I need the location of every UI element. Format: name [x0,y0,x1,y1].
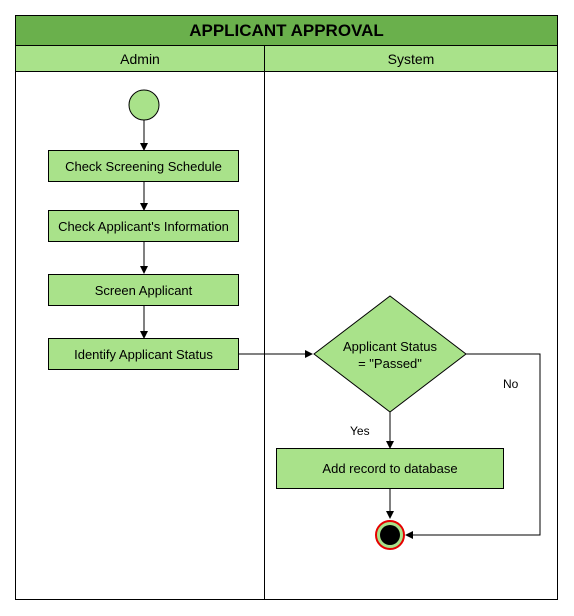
activity-add-record: Add record to database [276,448,504,489]
activity-check-screening-schedule: Check Screening Schedule [48,150,239,182]
activity-check-applicant-information: Check Applicant's Information [48,210,239,242]
activity-identify-applicant-status: Identify Applicant Status [48,338,239,370]
lane-header-system: System [264,45,558,72]
activity-screen-applicant: Screen Applicant [48,274,239,306]
lane-header-admin: Admin [15,45,265,72]
decision-label-line1: Applicant Status [343,339,437,354]
yes-label: Yes [350,424,370,438]
diagram-title: APPLICANT APPROVAL [15,15,558,46]
no-label: No [503,377,519,391]
decision-label-line2: = "Passed" [358,356,422,371]
decision-label: Applicant Status = "Passed" [320,338,460,372]
lane-system [264,71,558,600]
